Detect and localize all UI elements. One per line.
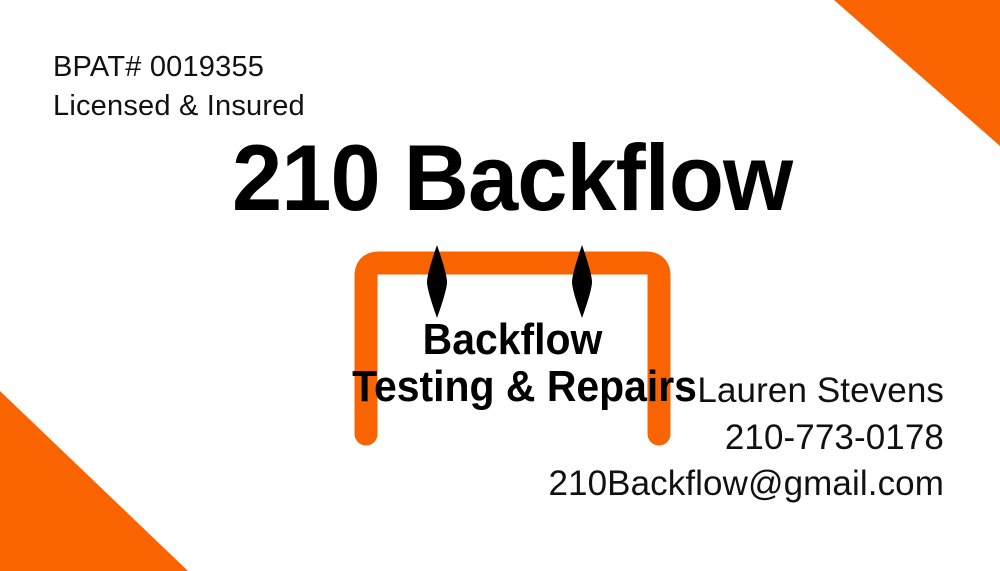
valve-left-icon <box>427 245 447 318</box>
valve-right-icon <box>572 245 592 318</box>
contact-email[interactable]: 210Backflow@gmail.com <box>548 464 944 504</box>
contact-name: Lauren Stevens <box>697 371 944 410</box>
contact-block: Lauren Stevens 210-773-0178 210Backflow@… <box>548 368 944 508</box>
credentials-block: BPAT# 0019355 Licensed & Insured <box>53 48 305 126</box>
backflow-preventer-icon <box>354 245 671 446</box>
brand-wordmark: 210 Backflow <box>232 125 793 230</box>
top-right-corner-triangle <box>834 0 1000 146</box>
licensed-insured: Licensed & Insured <box>53 89 305 122</box>
contact-phone[interactable]: 210-773-0178 <box>724 417 944 457</box>
bottom-left-corner-triangle <box>0 391 188 571</box>
pipe-path <box>354 251 671 446</box>
bpat-number: BPAT# 0019355 <box>53 51 265 83</box>
